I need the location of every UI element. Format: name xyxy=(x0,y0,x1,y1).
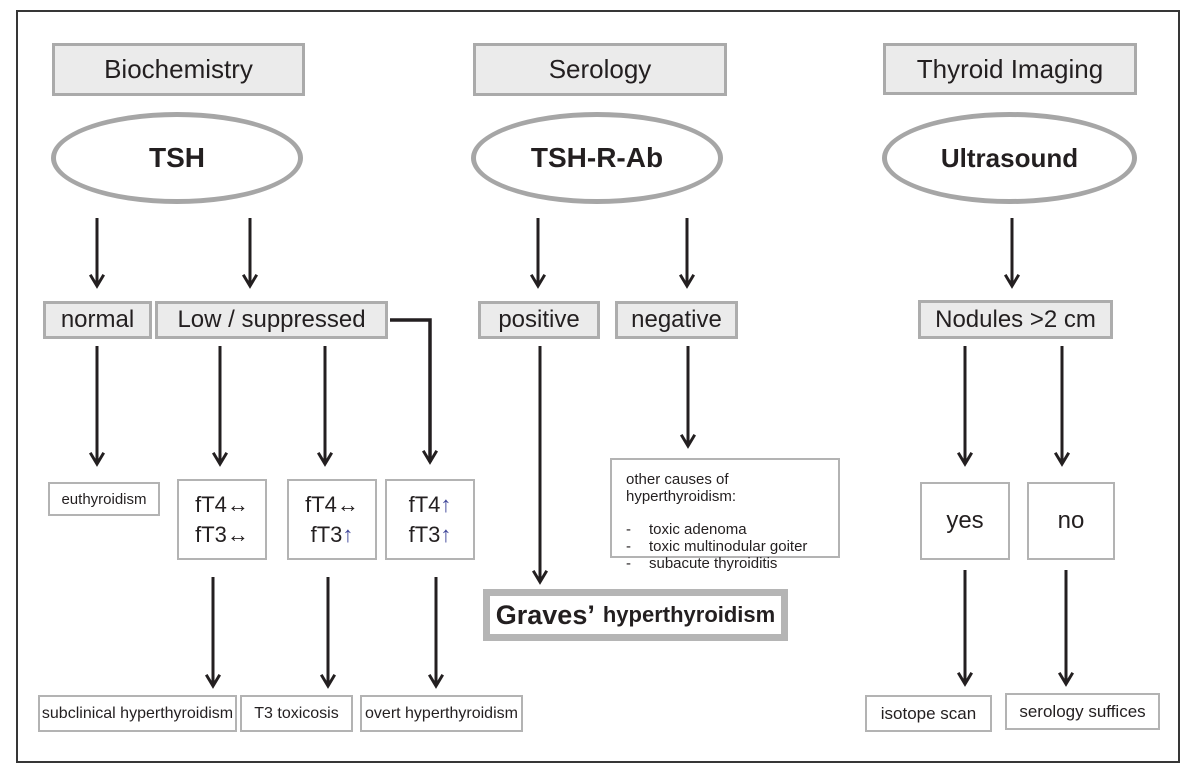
box-ft-result-3: fT4↑ fT3↑ xyxy=(385,479,475,560)
header-biochemistry-label: Biochemistry xyxy=(104,54,253,84)
no-label: no xyxy=(1057,507,1085,534)
steady-arrow-icon: ↔ xyxy=(226,521,249,547)
up-arrow-icon: ↑ xyxy=(440,521,452,547)
steady-arrow-icon: ↔ xyxy=(226,491,249,517)
box-tsh-normal: normal xyxy=(43,301,152,339)
serology-suffices-label: serology suffices xyxy=(1019,701,1146,721)
box-overt-hyperthyroidism: overt hyperthyroidism xyxy=(360,695,523,732)
tshrab-positive-label: positive xyxy=(498,306,580,333)
box-euthyroidism: euthyroidism xyxy=(48,482,160,516)
box-no: no xyxy=(1027,482,1115,560)
nodules-label: Nodules >2 cm xyxy=(935,305,1096,333)
header-thyroid-imaging-label: Thyroid Imaging xyxy=(916,53,1104,84)
other-causes-item-label: subacute thyroiditis xyxy=(649,555,778,572)
header-serology-label: Serology xyxy=(548,54,652,84)
box-nodules: Nodules >2 cm xyxy=(918,300,1113,339)
ft-label: fT4 xyxy=(195,491,227,517)
ft-line: fT4↑ xyxy=(409,490,452,520)
tshrab-negative-label: negative xyxy=(631,306,722,333)
tsh-low-suppressed-label: Low / suppressed xyxy=(177,306,366,333)
ft-line: fT3↔ xyxy=(195,520,249,550)
isotope-scan-label: isotope scan xyxy=(880,703,977,723)
tsh-normal-label: normal xyxy=(60,306,135,333)
ft-result-2-lines: fT4↔ fT3↑ xyxy=(305,490,359,550)
ellipse-tsh-r-ab: TSH-R-Ab xyxy=(471,112,723,204)
box-isotope-scan: isotope scan xyxy=(865,695,992,732)
box-t3-toxicosis: T3 toxicosis xyxy=(240,695,353,732)
box-subclinical-hyperthyroidism: subclinical hyperthyroidism xyxy=(38,695,237,732)
box-other-causes: other causes of hyperthyroidism: - toxic … xyxy=(610,458,840,572)
tsh-r-ab-label: TSH-R-Ab xyxy=(530,142,664,173)
other-causes-item: - subacute thyroiditis xyxy=(626,555,777,572)
euthyroidism-label: euthyroidism xyxy=(61,490,147,508)
ft-label: fT4 xyxy=(305,491,337,517)
dash-bullet: - xyxy=(626,521,631,538)
ft-line: fT3↑ xyxy=(409,520,452,550)
ft-line: fT3↑ xyxy=(305,520,359,550)
box-graves-hyperthyroidism: Graves’ hyperthyroidism xyxy=(483,589,788,641)
graves-label-rest: hyperthyroidism xyxy=(602,602,776,627)
other-causes-item-label: toxic adenoma xyxy=(649,521,747,538)
box-yes: yes xyxy=(920,482,1010,560)
other-causes-title: other causes of hyperthyroidism: xyxy=(626,471,737,505)
box-tshrab-positive: positive xyxy=(478,301,600,339)
ft-label: fT3 xyxy=(310,521,343,547)
ft-result-3-lines: fT4↑ fT3↑ xyxy=(409,490,452,550)
overt-label: overt hyperthyroidism xyxy=(365,704,518,722)
other-causes-item: - toxic multinodular goiter xyxy=(626,538,807,555)
box-tsh-low-suppressed: Low / suppressed xyxy=(155,301,388,339)
box-tshrab-negative: negative xyxy=(615,301,738,339)
ft-line: fT4↔ xyxy=(305,490,359,520)
box-ft-result-1: fT4↔ fT3↔ xyxy=(177,479,267,560)
up-arrow-icon: ↑ xyxy=(440,491,452,517)
ft-label: fT4 xyxy=(408,491,441,517)
other-causes-item: - toxic adenoma xyxy=(626,521,747,538)
ultrasound-label: Ultrasound xyxy=(940,142,1079,173)
ellipse-tsh: TSH xyxy=(51,112,303,204)
graves-label-main: Graves’ xyxy=(495,599,595,630)
yes-label: yes xyxy=(946,507,984,534)
other-causes-item-label: toxic multinodular goiter xyxy=(649,538,808,555)
tsh-label: TSH xyxy=(149,142,205,173)
box-ft-result-2: fT4↔ fT3↑ xyxy=(287,479,377,560)
t3-toxicosis-label: T3 toxicosis xyxy=(254,704,339,722)
ft-result-1-lines: fT4↔ fT3↔ xyxy=(195,490,249,550)
ellipse-ultrasound: Ultrasound xyxy=(882,112,1137,204)
subclinical-label: subclinical hyperthyroidism xyxy=(41,704,234,722)
up-arrow-icon: ↑ xyxy=(342,521,354,547)
header-biochemistry: Biochemistry xyxy=(52,43,305,96)
dash-bullet: - xyxy=(626,555,631,572)
ft-label: fT3 xyxy=(408,521,441,547)
dash-bullet: - xyxy=(626,538,631,555)
ft-label: fT3 xyxy=(195,521,227,547)
box-serology-suffices: serology suffices xyxy=(1005,693,1160,730)
ft-line: fT4↔ xyxy=(195,490,249,520)
header-thyroid-imaging: Thyroid Imaging xyxy=(883,43,1137,95)
header-serology: Serology xyxy=(473,43,727,96)
steady-arrow-icon: ↔ xyxy=(336,491,359,517)
